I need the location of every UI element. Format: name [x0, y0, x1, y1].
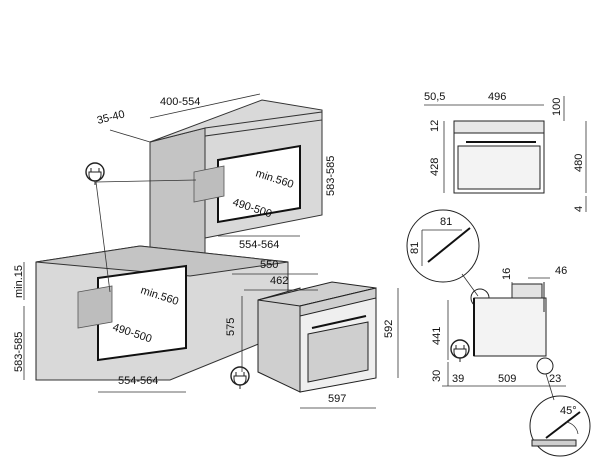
top-height-top-label: 100 [551, 98, 563, 116]
detail-width-label: 81 [440, 216, 452, 228]
base-cabinet-opening [97, 264, 187, 362]
power-plug-icon [85, 162, 105, 185]
angle-label: 45° [560, 405, 577, 417]
side-height-body-label: 441 [431, 327, 443, 345]
side-handle-depth-label: 46 [555, 265, 567, 277]
side-front-thickness-label: 16 [501, 268, 513, 280]
oven-top-view: 50,5 496 100 12 428 480 4 [424, 91, 587, 212]
tall-cabinet [149, 99, 323, 259]
top-height-bottom-label: 4 [573, 206, 585, 212]
base-width-label: 554-564 [118, 375, 158, 387]
top-height-total-label: 480 [573, 154, 585, 172]
top-width-body-label: 496 [488, 91, 506, 103]
tall-top-offset-label: 35-40 [96, 108, 126, 126]
oven-height-front-label: 592 [383, 320, 395, 338]
oven-side-view: 16 46 441 30 39 509 23 [431, 265, 567, 401]
power-plug-icon [450, 339, 470, 362]
top-height-body-label: 428 [429, 158, 441, 176]
tall-cabinet-opening [217, 144, 301, 224]
top-height-strip-label: 12 [429, 120, 441, 132]
side-depth-body-label: 509 [498, 373, 516, 385]
side-bottom-height-label: 30 [431, 370, 443, 382]
corner-detail: 81 81 [406, 209, 480, 297]
tall-depth-label: 400-554 [160, 96, 200, 108]
tall-height-label: 583-585 [325, 156, 337, 196]
side-rear-offset-label: 23 [549, 373, 561, 385]
base-cabinet [35, 245, 289, 381]
top-offset-left-label: 50,5 [424, 91, 445, 103]
detail-height-label: 81 [409, 242, 421, 254]
oven-handle [311, 315, 367, 329]
base-cabinet-vent [77, 285, 113, 329]
oven-window [307, 321, 369, 383]
oven-width-front-label: 597 [328, 393, 346, 405]
oven-depth-total-label: 550 [260, 259, 278, 271]
oven-height-body-label: 575 [225, 318, 237, 336]
side-front-depth-label: 39 [452, 373, 464, 385]
oven-unit [257, 281, 377, 393]
angle-detail: 45° [529, 395, 591, 457]
base-height-label: 583-585 [13, 332, 25, 372]
tall-width-label: 554-564 [239, 239, 279, 251]
power-plug-icon [230, 366, 250, 389]
tall-cabinet-vent [193, 165, 225, 203]
base-top-clearance-label: min.15 [13, 265, 25, 298]
oven-depth-body-label: 462 [270, 275, 288, 287]
